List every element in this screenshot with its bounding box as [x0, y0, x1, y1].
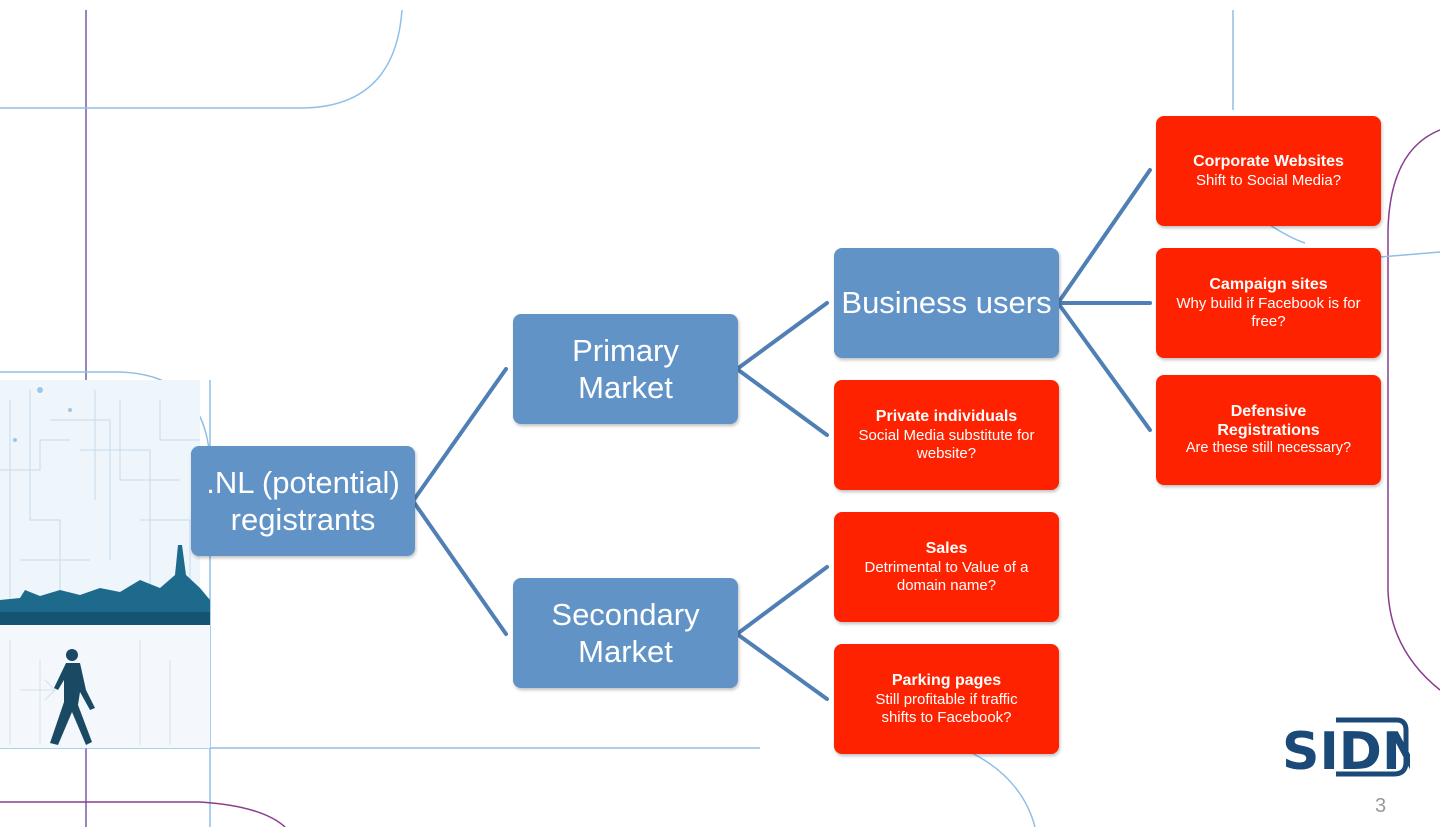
connector-secondary-parking — [735, 632, 829, 701]
node-nl-registrants-label: .NL (potential) registrants — [206, 464, 400, 537]
connector-lines — [411, 168, 1152, 701]
node-campaign-sites-text: Why build if Facebook is for free? — [1176, 294, 1361, 330]
node-corporate-websites-title: Corporate Websites — [1193, 153, 1344, 171]
node-private-individuals: Private individuals Social Media substit… — [834, 380, 1059, 490]
node-parking-pages: Parking pages Still profitable if traffi… — [834, 644, 1059, 754]
page-number: 3 — [1375, 795, 1387, 817]
node-primary-market-label: Primary Market — [572, 332, 679, 405]
node-parking-pages-title: Parking pages — [891, 672, 1002, 690]
city-illustration — [0, 380, 210, 748]
node-private-individuals-text: Social Media substitute for website? — [858, 426, 1035, 462]
connector-root-secondary — [411, 499, 508, 636]
node-campaign-sites-title: Campaign sites — [1209, 276, 1328, 294]
node-sales-title: Sales — [925, 540, 968, 558]
node-secondary-market-label: Secondary Market — [551, 596, 700, 669]
node-defensive-registrations-title: Defensive Registrations — [1217, 403, 1320, 440]
connector-root-primary — [411, 367, 508, 503]
node-business-users-label: Business users — [841, 285, 1052, 321]
connector-business-defensive — [1056, 301, 1152, 432]
node-corporate-websites-text: Shift to Social Media? — [1195, 171, 1342, 189]
connector-secondary-sales — [735, 565, 829, 636]
sidn-logo-mark: SIDN — [1282, 717, 1425, 782]
node-primary-market: Primary Market — [513, 314, 738, 424]
connector-primary-private — [735, 367, 829, 437]
connector-business-corporate — [1056, 168, 1152, 305]
node-secondary-market: Secondary Market — [513, 578, 738, 688]
connector-primary-business — [735, 301, 829, 371]
node-sales-text: Detrimental to Value of a domain name? — [864, 558, 1029, 594]
node-business-users: Business users — [834, 248, 1059, 358]
node-corporate-websites: Corporate Websites Shift to Social Media… — [1156, 116, 1381, 226]
node-sales: Sales Detrimental to Value of a domain n… — [834, 512, 1059, 622]
node-defensive-registrations-text: Are these still necessary? — [1185, 440, 1352, 457]
node-campaign-sites: Campaign sites Why build if Facebook is … — [1156, 248, 1381, 358]
node-nl-registrants: .NL (potential) registrants — [191, 446, 415, 556]
node-private-individuals-title: Private individuals — [875, 408, 1018, 426]
node-defensive-registrations: Defensive Registrations Are these still … — [1156, 375, 1381, 485]
sidn-logo-text: SIDN — [1282, 722, 1410, 780]
node-parking-pages-text: Still profitable if traffic shifts to Fa… — [875, 690, 1018, 726]
sidn-logo: SIDN — [1278, 712, 1425, 782]
